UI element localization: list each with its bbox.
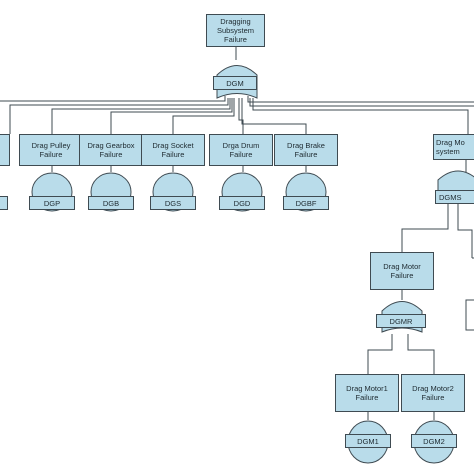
drag-motor-system-box: Drag Mo system [433,134,474,160]
drag-motor1-box: Drag Motor1 Failure [335,374,399,412]
gate-label-dgd: DGD [219,196,265,210]
drag-motor2-box: Drag Motor2 Failure [401,374,465,412]
gate-label-dgm: DGM [213,76,257,90]
drag-brake-box: Drag Brake Failure [274,134,338,166]
gate-label-dgm1: DGM1 [345,434,391,448]
offscreen-gate-label [0,196,8,210]
drag-socket-box: Drag Socket Failure [141,134,205,166]
drag-pulley-box: Drag Pulley Failure [19,134,83,166]
gate-label-dgms: DGMS [435,190,474,204]
drga-drum-box: Drga Drum Failure [209,134,273,166]
gate-label-dgp: DGP [29,196,75,210]
gate-label-dgs: DGS [150,196,196,210]
gate-label-dgmr: DGMR [376,314,426,328]
gate-label-dgb: DGB [88,196,134,210]
drag-motor-box: Drag Motor Failure [370,252,434,290]
top-event-box: Dragging Subsystem Failure [206,14,265,47]
gate-label-dgm2: DGM2 [411,434,457,448]
offscreen-event-box [0,134,10,166]
drag-gearbox-box: Drag Gearbox Failure [79,134,143,166]
gate-label-dgbf: DGBF [283,196,329,210]
